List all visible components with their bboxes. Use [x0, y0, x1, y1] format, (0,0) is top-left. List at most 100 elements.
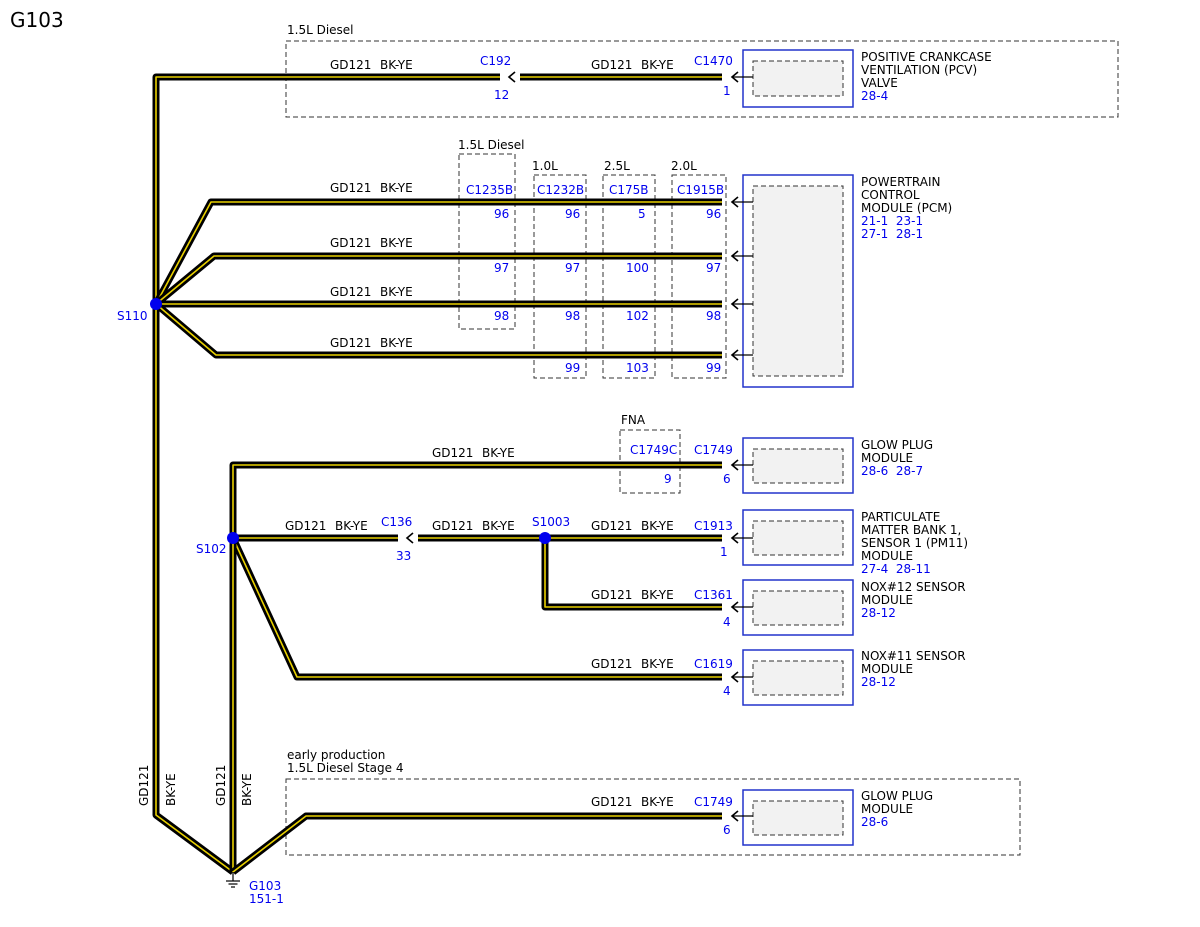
connector-c1749-early-name: C1749 — [694, 795, 733, 809]
variant-box-c175b — [602, 174, 656, 379]
pm11-ref[interactable]: 27-4 28-11 — [861, 562, 931, 576]
wire-circuit-label: GD121 — [330, 58, 371, 72]
wire-s1003-to-nox12-stripe — [544, 538, 722, 608]
splice-s1003-label: S1003 — [532, 515, 570, 529]
pcm-98-chevron — [730, 298, 739, 310]
connector-c1232b-pin: 97 — [565, 261, 580, 275]
wire-color-label-vertical: BK-YE — [240, 773, 254, 806]
c192-chevron — [507, 71, 516, 83]
variant-label-c1235b: 1.5L Diesel — [458, 138, 525, 152]
wire-color-label-vertical: BK-YE — [164, 773, 178, 806]
variant-label-early-2: 1.5L Diesel Stage 4 — [287, 761, 403, 775]
connector-labels: C192 12 C1470 1 C1235B 96 97 98 C1232B 9… — [381, 54, 733, 837]
wire-circuit-label: GD121 — [591, 795, 632, 809]
c1749-early-chevron — [730, 810, 739, 822]
glow-name-line: MODULE — [861, 451, 913, 465]
wire-color-label: BK-YE — [641, 588, 674, 602]
pcm-ref[interactable]: 27-1 28-1 — [861, 227, 923, 241]
splice-s102-label: S102 — [196, 542, 227, 556]
connector-c175b-name: C175B — [609, 183, 649, 197]
c1361-chevron — [730, 601, 739, 613]
c1913-chevron — [730, 532, 739, 544]
pcm-name-line: CONTROL — [861, 188, 920, 202]
pcv-ref[interactable]: 28-4 — [861, 89, 888, 103]
nox12-ref[interactable]: 28-12 — [861, 606, 896, 620]
connector-c1232b-pin: 99 — [565, 361, 580, 375]
wire-color-label: BK-YE — [641, 58, 674, 72]
nox11-name-line: MODULE — [861, 662, 913, 676]
connector-c1915b-name: C1915B — [677, 183, 724, 197]
variant-label-early-1: early production — [287, 748, 385, 762]
splice-s110-dot[interactable] — [150, 298, 162, 310]
connector-c1749-early-pin: 6 — [723, 823, 731, 837]
wire-group — [152, 73, 722, 875]
connector-c1749-pin: 6 — [723, 472, 731, 486]
pin-terminals — [732, 76, 753, 817]
connector-c1232b-pin: 96 — [565, 207, 580, 221]
splice-s102-dot[interactable] — [227, 532, 239, 544]
connector-c1235b-pin: 96 — [494, 207, 509, 221]
glow-ref[interactable]: 28-6 28-7 — [861, 464, 923, 478]
glow-early-ref[interactable]: 28-6 — [861, 815, 888, 829]
wire-s110-to-pcv-left — [152, 73, 500, 304]
variant-label-fna: FNA — [621, 413, 646, 427]
variant-box-c1915b — [671, 174, 727, 379]
variant-box-c1235b — [458, 153, 516, 330]
splice-s110-label: S110 — [117, 309, 148, 323]
wire-s110-to-pcm-97-stripe — [155, 255, 722, 305]
connector-c1915b-pin: 97 — [706, 261, 721, 275]
pm11-name-line: SENSOR 1 (PM11) — [861, 536, 968, 550]
wire-circuit-label-vertical: GD121 — [214, 765, 228, 806]
splice-s1003-dot[interactable] — [539, 532, 551, 544]
pcv-name-line: VENTILATION (PCV) — [861, 63, 977, 77]
connector-c1915b-pin: 96 — [706, 207, 721, 221]
connector-c1619-pin: 4 — [723, 684, 731, 698]
connector-c1619-name: C1619 — [694, 657, 733, 671]
connector-c1361-pin: 4 — [723, 615, 731, 629]
wire-circuit-label-vertical: GD121 — [137, 765, 151, 806]
wire-g103-to-glow-early-stripe — [232, 815, 722, 873]
component-labels: POSITIVE CRANKCASE VENTILATION (PCV) VAL… — [861, 50, 992, 829]
pm11-name-line: PARTICULATE — [861, 510, 940, 524]
connector-c192-name: C192 — [480, 54, 511, 68]
pcm-97-chevron — [730, 250, 739, 262]
wire-color-label: BK-YE — [641, 657, 674, 671]
pcm-99-chevron — [730, 349, 739, 361]
wire-color-label: BK-YE — [380, 336, 413, 350]
pcm-name-line: POWERTRAIN — [861, 175, 941, 189]
glow-early-name-line: GLOW PLUG — [861, 789, 933, 803]
wire-circuit-label: GD121 — [330, 236, 371, 250]
wire-g103-to-glow-early — [230, 812, 722, 875]
pcm-name-line: MODULE (PCM) — [861, 201, 952, 215]
nox11-ref[interactable]: 28-12 — [861, 675, 896, 689]
wire-circuit-label: GD121 — [330, 181, 371, 195]
variant-label-pcv: 1.5L Diesel — [287, 23, 354, 37]
pm11-name-line: MATTER BANK 1, — [861, 523, 961, 537]
pm11-inner — [752, 520, 844, 556]
variant-box-c1232b — [533, 174, 587, 379]
connector-c175b-pin: 5 — [638, 207, 646, 221]
pcm-ref[interactable]: 21-1 23-1 — [861, 214, 923, 228]
connector-c175b-pin: 100 — [626, 261, 649, 275]
nox12-name-line: NOX#12 SENSOR — [861, 580, 966, 594]
variant-label-c1915b: 2.0L — [671, 159, 697, 173]
wire-circuit-label: GD121 — [591, 657, 632, 671]
connector-c1232b-name: C1232B — [537, 183, 584, 197]
ground-ref: 151-1 — [249, 892, 284, 906]
variant-label-c1232b: 1.0L — [532, 159, 558, 173]
ground-name: G103 — [249, 879, 281, 893]
wire-circuit-label: GD121 — [591, 519, 632, 533]
connector-chevrons — [405, 71, 739, 822]
wire-s102-to-nox11-stripe — [232, 537, 722, 678]
diagram-title: G103 — [10, 8, 64, 32]
connector-c175b-pin: 103 — [626, 361, 649, 375]
wire-color-label: BK-YE — [380, 181, 413, 195]
wire-circuit-label: GD121 — [591, 58, 632, 72]
pcv-name-line: VALVE — [861, 76, 898, 90]
connector-c1232b-pin: 98 — [565, 309, 580, 323]
glow-early-name-line: MODULE — [861, 802, 913, 816]
nox11-name-line: NOX#11 SENSOR — [861, 649, 966, 663]
glow-name-line: GLOW PLUG — [861, 438, 933, 452]
pcv-valve-inner — [752, 60, 844, 97]
wire-color-label: BK-YE — [380, 285, 413, 299]
